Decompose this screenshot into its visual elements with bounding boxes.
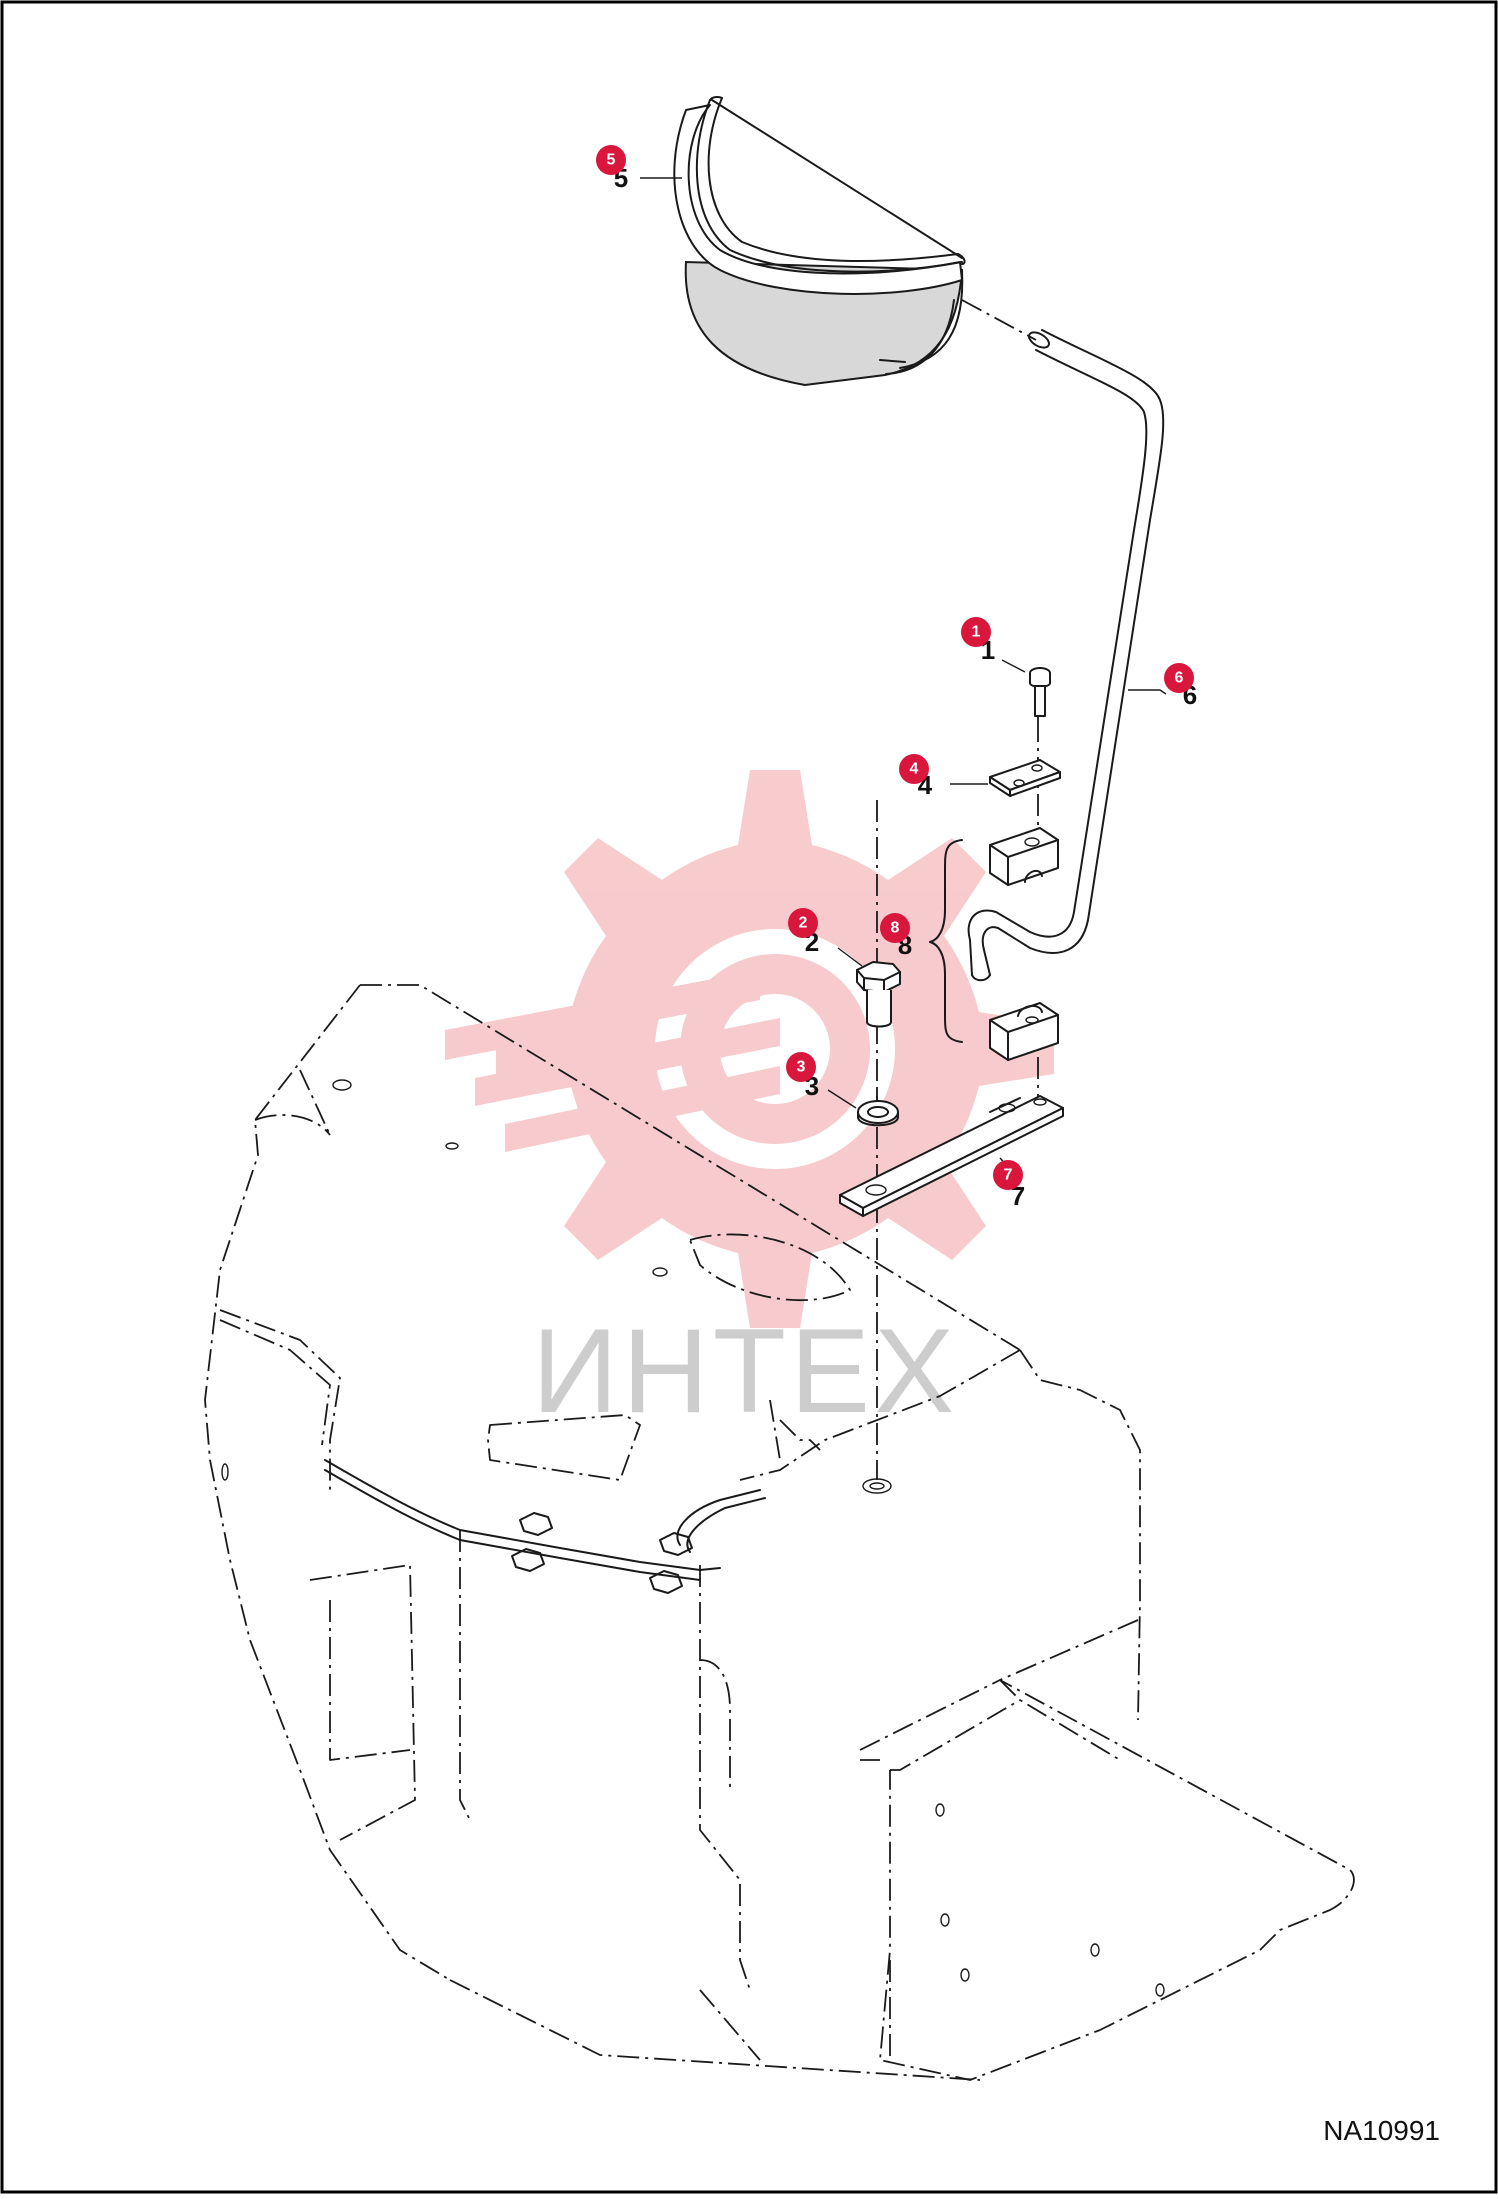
- callout-badge-label: 4: [910, 761, 919, 778]
- gear-icon: [496, 770, 1054, 1328]
- watermark-logo: ИНТЕХ: [445, 770, 1054, 1438]
- callout-5[interactable]: 5 5: [596, 145, 628, 193]
- callout-4[interactable]: 4 4: [899, 754, 933, 800]
- part-4-plate: [989, 759, 1061, 797]
- callout-badge-label: 6: [1175, 670, 1184, 687]
- callout-badge-label: 1: [972, 624, 981, 641]
- speed-bars: [445, 970, 780, 1152]
- part-1-bolt: [1029, 667, 1051, 717]
- clamp-block-upper: [989, 827, 1059, 886]
- bracket-brace: [929, 839, 963, 1043]
- mount-bolts: [511, 1512, 693, 1594]
- part-7-flat-bar: [839, 1095, 1064, 1217]
- callout-6[interactable]: 6 6: [1164, 663, 1197, 710]
- callout-badge-label: 2: [799, 915, 808, 932]
- callout-badge-label: 5: [607, 152, 616, 169]
- part-5-backrest: [673, 95, 966, 387]
- callout-badge-label: 3: [797, 1059, 806, 1076]
- part-3-washer: [857, 1100, 899, 1127]
- machine-frame-phantom: [204, 984, 1355, 2081]
- callout-3[interactable]: 3 3: [786, 1052, 819, 1101]
- part-2-hex-bolt: [856, 961, 901, 1028]
- callout-1[interactable]: 1 1: [961, 617, 995, 665]
- drawing-id: NA10991: [1323, 2115, 1440, 2146]
- callout-2[interactable]: 2 2: [788, 908, 819, 957]
- clamp-block-lower: [989, 1002, 1059, 1061]
- watermark-text: ИНТЕХ: [532, 1304, 958, 1438]
- part-6-support-tube: [967, 329, 1165, 982]
- callout-badge-label: 8: [891, 920, 900, 937]
- callout-badge-label: 7: [1004, 1167, 1013, 1184]
- callout-8[interactable]: 8 8: [880, 913, 912, 960]
- callout-7[interactable]: 7 7: [993, 1160, 1025, 1211]
